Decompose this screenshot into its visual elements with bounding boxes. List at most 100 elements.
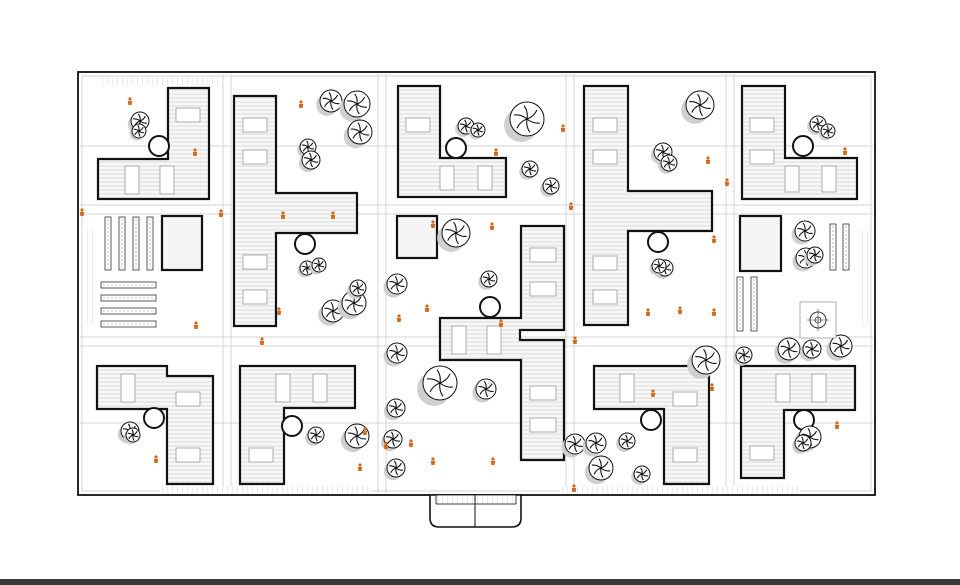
benches: [100, 216, 850, 332]
person-icon: [430, 457, 436, 465]
person-icon: [357, 463, 363, 471]
footer-bar: [0, 579, 960, 585]
entrance-canopy: [429, 494, 522, 528]
person-icon: [153, 455, 159, 463]
tree-icon: [472, 378, 497, 403]
tree-icon: [818, 123, 836, 141]
person-icon: [280, 211, 286, 219]
tree-icon: [584, 455, 614, 485]
tree-icon: [383, 273, 408, 298]
bench-icon: [100, 320, 157, 328]
person-icon: [330, 211, 336, 219]
person-icon: [396, 314, 402, 322]
fountain-icon: [799, 301, 837, 339]
tree-icon: [658, 154, 678, 174]
person-icon: [571, 484, 577, 492]
tree-icon: [316, 89, 343, 116]
tree-icon: [792, 434, 812, 454]
person-icon: [408, 439, 414, 447]
bench-icon: [100, 294, 157, 302]
tree-icon: [123, 427, 141, 445]
tree-icon: [383, 342, 408, 367]
bench-icon: [736, 276, 744, 332]
tree-icon: [298, 150, 321, 173]
trees: [117, 89, 853, 485]
person-icon: [568, 202, 574, 210]
person-icon: [560, 124, 566, 132]
person-icon: [193, 321, 199, 329]
person-icon: [705, 156, 711, 164]
person-icon: [218, 209, 224, 217]
tree-icon: [519, 160, 539, 180]
person-icon: [79, 208, 85, 216]
tree-icon: [616, 432, 636, 452]
tree-icon: [561, 433, 586, 458]
tree-icon: [540, 177, 560, 197]
tree-icon: [347, 279, 367, 299]
bench-icon: [829, 223, 837, 271]
person-icon: [711, 308, 717, 316]
person-icon: [192, 148, 198, 156]
person-icon: [645, 308, 651, 316]
person-icon: [498, 319, 504, 327]
tree-icon: [774, 337, 801, 364]
tree-icon: [309, 257, 327, 275]
tree-icon: [305, 426, 325, 446]
building-f: [160, 214, 204, 272]
tree-icon: [417, 365, 458, 406]
person-icon: [834, 421, 840, 429]
person-icon: [298, 100, 304, 108]
bench-icon: [104, 216, 112, 271]
person-icon: [493, 148, 499, 156]
person-icon: [724, 178, 730, 186]
bench-icon: [100, 307, 157, 315]
building-g: [395, 214, 439, 260]
building-i: [738, 214, 783, 273]
tree-icon: [468, 122, 486, 140]
person-icon: [362, 427, 368, 435]
person-icon: [383, 441, 389, 449]
person-icon: [709, 383, 715, 391]
tree-icon: [733, 346, 753, 366]
tree-icon: [582, 432, 607, 457]
tree-icon: [631, 465, 651, 485]
bench-icon: [750, 276, 758, 332]
person-icon: [430, 220, 436, 228]
person-icon: [677, 306, 683, 314]
person-icon: [424, 304, 430, 312]
tree-icon: [681, 90, 715, 124]
tree-icon: [343, 119, 373, 149]
tree-icon: [799, 339, 822, 362]
bench-icon: [842, 223, 850, 271]
person-icon: [572, 336, 578, 344]
tree-icon: [804, 246, 824, 266]
tree-icon: [339, 90, 371, 122]
tree-icon: [478, 270, 498, 290]
person-icon: [276, 307, 282, 315]
person-icon: [489, 222, 495, 230]
person-icon: [259, 337, 265, 345]
tree-icon: [504, 101, 545, 142]
courtyard-notches: [143, 135, 815, 437]
roof-openings: [120, 107, 837, 463]
tree-icon: [340, 423, 370, 453]
tree-icon: [687, 345, 721, 379]
tree-icon: [383, 398, 406, 421]
tree-icon: [649, 258, 667, 276]
person-icon: [711, 235, 717, 243]
tree-icon: [437, 218, 471, 252]
bench-icon: [132, 216, 140, 271]
tree-icon: [129, 123, 147, 141]
tree-icon: [826, 334, 853, 361]
person-icon: [650, 389, 656, 397]
tree-icon: [791, 220, 816, 245]
bench-icon: [146, 216, 154, 271]
bench-icon: [118, 216, 126, 271]
person-icon: [842, 147, 848, 155]
bench-icon: [100, 281, 157, 289]
person-icon: [127, 97, 133, 105]
tree-icon: [383, 458, 406, 481]
person-icon: [490, 457, 496, 465]
people: [79, 97, 848, 492]
